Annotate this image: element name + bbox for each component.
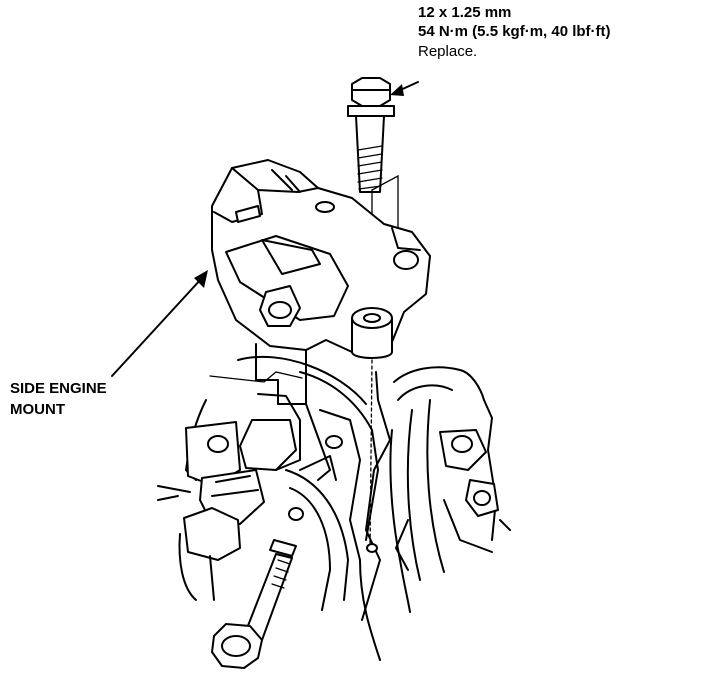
side-engine-mount [211, 159, 431, 359]
engine-assembly [157, 343, 511, 661]
bolt-torque-text: 54 N·m (5.5 kgf·m, 40 lbf·ft) [418, 23, 611, 40]
bolt-replace-note: Replace. [418, 43, 478, 60]
bolt-size-text: 12 x 1.25 mm [418, 4, 512, 21]
bolt-spec-arrow [390, 81, 419, 96]
mount-bolt [347, 77, 395, 193]
part-label-line1: SIDE ENGINE [10, 380, 107, 397]
lower-bolt [211, 539, 297, 669]
part-label-arrow [111, 270, 208, 377]
part-label-line2: MOUNT [10, 401, 65, 418]
